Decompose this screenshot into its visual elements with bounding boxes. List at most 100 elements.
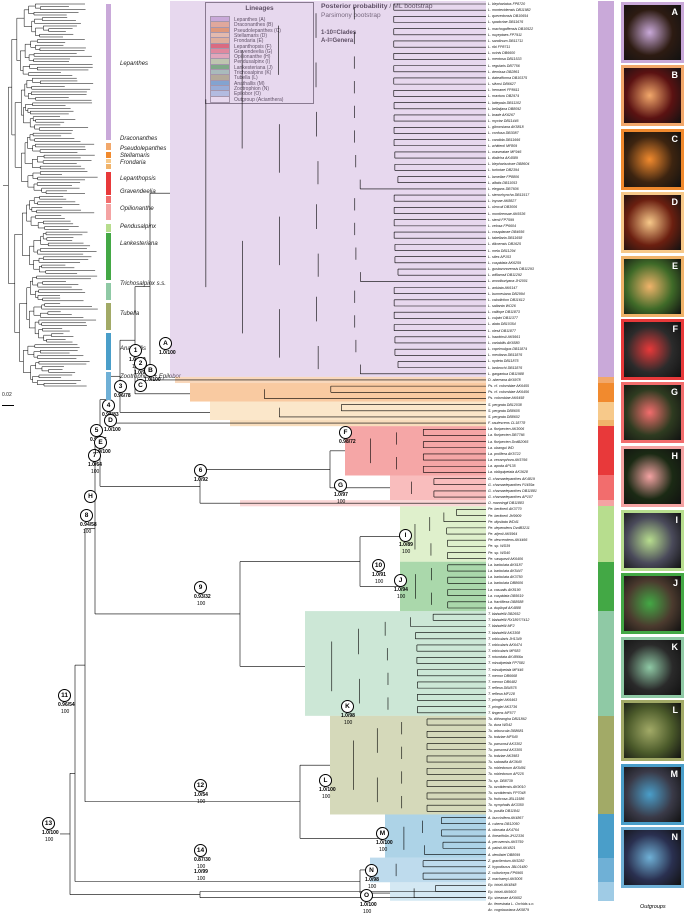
tip-label: La. barbulata DB8606 (488, 581, 523, 586)
tip-label: L. lamellae FP8806 (488, 174, 519, 179)
node-marker: F (339, 426, 352, 439)
tip-label: L. regularis DB7756 (488, 63, 520, 68)
photo-letter: K (671, 642, 679, 652)
node-support: 1.0/100 (360, 902, 377, 908)
tip-label: La. ubangui WD (488, 445, 514, 450)
overview-lineage-bar (106, 372, 111, 400)
tip-label: L. alata DB10354 (488, 322, 516, 327)
tip-label: La. floripecten DB7766 (488, 433, 525, 438)
tip-label: L. rnaxturu DB2974 (488, 94, 520, 99)
tip-label: L. tabellaria DB11658 (488, 236, 523, 241)
overview-lineage-label: Lepanthopsis (120, 176, 156, 182)
legend-swatch (210, 95, 230, 103)
photo-letter: M (670, 769, 679, 779)
tip-label: L. alfatis DB11053 (488, 180, 518, 185)
photo-letter: N (671, 832, 679, 842)
legend-label: Epilobor (O) (234, 91, 261, 98)
clade-block (598, 0, 614, 377)
tip-label: Tu. robledorum AK5491 (488, 766, 526, 771)
node-parsimony: 100 (397, 594, 406, 600)
tip-label: Tu. dura WD42 (488, 723, 513, 728)
overview-lineage-label: Lepanthes (120, 61, 149, 67)
species-photo: N (621, 827, 684, 888)
tip-label: Pe. berlinerii JH9909 (488, 513, 522, 518)
clade-shade (370, 857, 486, 883)
legend-label: Opilionanthe (H) (234, 53, 271, 60)
node-marker: J (394, 574, 407, 587)
tip-label: T. orbicularis MF683 (488, 649, 521, 654)
tip-label: L. blephariatus FP8720 (488, 2, 526, 6)
clade-block (598, 506, 614, 562)
overview-lineage-bar (106, 233, 111, 280)
overview-lineage-bar (106, 283, 111, 300)
tip-label: S. pergrata DB8605 (488, 408, 520, 413)
tip-label: L. velosa FP6604 (488, 223, 516, 228)
clade-block (598, 814, 614, 858)
tip-label: L. turkotae DB2394 (488, 168, 519, 173)
node-marker: 7 (88, 449, 101, 462)
tip-label: La. barbulata AK5447 (488, 569, 523, 574)
header-title2: / ML bootstrap (389, 3, 433, 10)
overview-lineage-bar (106, 224, 111, 232)
overview-lineage-bar (106, 4, 111, 140)
tip-label: L. ankiata AK6147 (488, 285, 518, 290)
tip-label: L. gargantua DB11988 (488, 371, 524, 376)
overview-lineage-bar (106, 143, 111, 150)
tip-label: Pe. sp. WD39 (488, 544, 511, 549)
tip-label: Tu. sabastila AK3640 (488, 760, 522, 765)
tip-label: Z. vulturiceps FP6965 (488, 871, 523, 876)
clade-block (598, 561, 614, 612)
tip-label: S. pergrata DB8602 (488, 414, 520, 419)
node-support: 1.0/94 (394, 587, 408, 593)
node-support: 1.0/100 (319, 787, 336, 793)
node-parsimony: 100 (375, 579, 384, 585)
overview-lineage-bar (106, 164, 111, 169)
overview-lineage-bar (106, 152, 111, 158)
node-support: 1.0/91 (372, 572, 386, 578)
node-parsimony: 100 (83, 529, 92, 535)
node-parsimony: 100 (197, 799, 206, 805)
tip-label: Tu. parsonsii AK3302 (488, 741, 522, 746)
tip-label: S. pergrata DB12038 (488, 402, 522, 407)
legend-title: Lineages (245, 5, 274, 12)
tip-label: L. mexitana DB11876 (488, 353, 523, 358)
tip-label: L. lattepala DB11102 (488, 100, 522, 105)
node-marker: L (319, 774, 332, 787)
node-support: 1.0/100 (42, 830, 59, 836)
tip-label: L. montevidensis DB11982 (488, 8, 531, 13)
clade-shade (390, 475, 486, 501)
overview-lineage-label: Draconanthes (120, 136, 158, 142)
tip-label: G. chamaelepanthes PJ459a (488, 482, 535, 487)
photo-letter: H (671, 451, 679, 461)
species-photo: C (621, 129, 684, 190)
tip-label: T. blaisdellii MF2 (488, 624, 515, 629)
clade-block (598, 475, 614, 501)
tip-label: Tu. dithrangha DB11862 (488, 716, 527, 721)
node-marker: 13 (42, 817, 55, 830)
tip-label: L. hawkinsii AK5661 (488, 334, 521, 339)
node-marker: 12 (194, 779, 207, 792)
node-marker: 14 (194, 844, 207, 857)
species-photo: J (621, 573, 684, 634)
species-photo: A (621, 2, 684, 63)
tip-label: A. dewilstei DB8099 (488, 852, 521, 857)
legend-label: Gravendeelia (G) (234, 48, 273, 55)
tip-label: L. woodburiyana JH2001 (488, 279, 528, 284)
species-photo: E (621, 256, 684, 317)
tip-label: Pe. sp. WD40 (488, 550, 511, 555)
overview-lineage-label: Lankesteriana (120, 241, 158, 247)
tip-label: Ps. cf. colombiae AK6456 (488, 390, 530, 395)
header-subtitle: Parsimony bootstrap (321, 12, 381, 19)
tip-label: A. obovata AK4764 (488, 827, 519, 832)
node-marker: C (134, 379, 147, 392)
tip-label: T. reflexa MF128 (488, 692, 515, 697)
tip-label: T. minutipetala MF446 (488, 667, 524, 672)
photo-letter: D (671, 197, 679, 207)
outgroups-label: Outgroups (640, 904, 666, 910)
overview-lineage-label: Opilionanthe (120, 206, 154, 212)
overview-lineage-label: Frondaria (120, 160, 146, 166)
legend-label: Tubella (L) (234, 75, 258, 82)
photo-letter: A (671, 7, 679, 17)
tip-label: L. cosaplanae DB4656 (488, 230, 525, 235)
tip-label: L. ribi FP8711 (488, 45, 511, 50)
